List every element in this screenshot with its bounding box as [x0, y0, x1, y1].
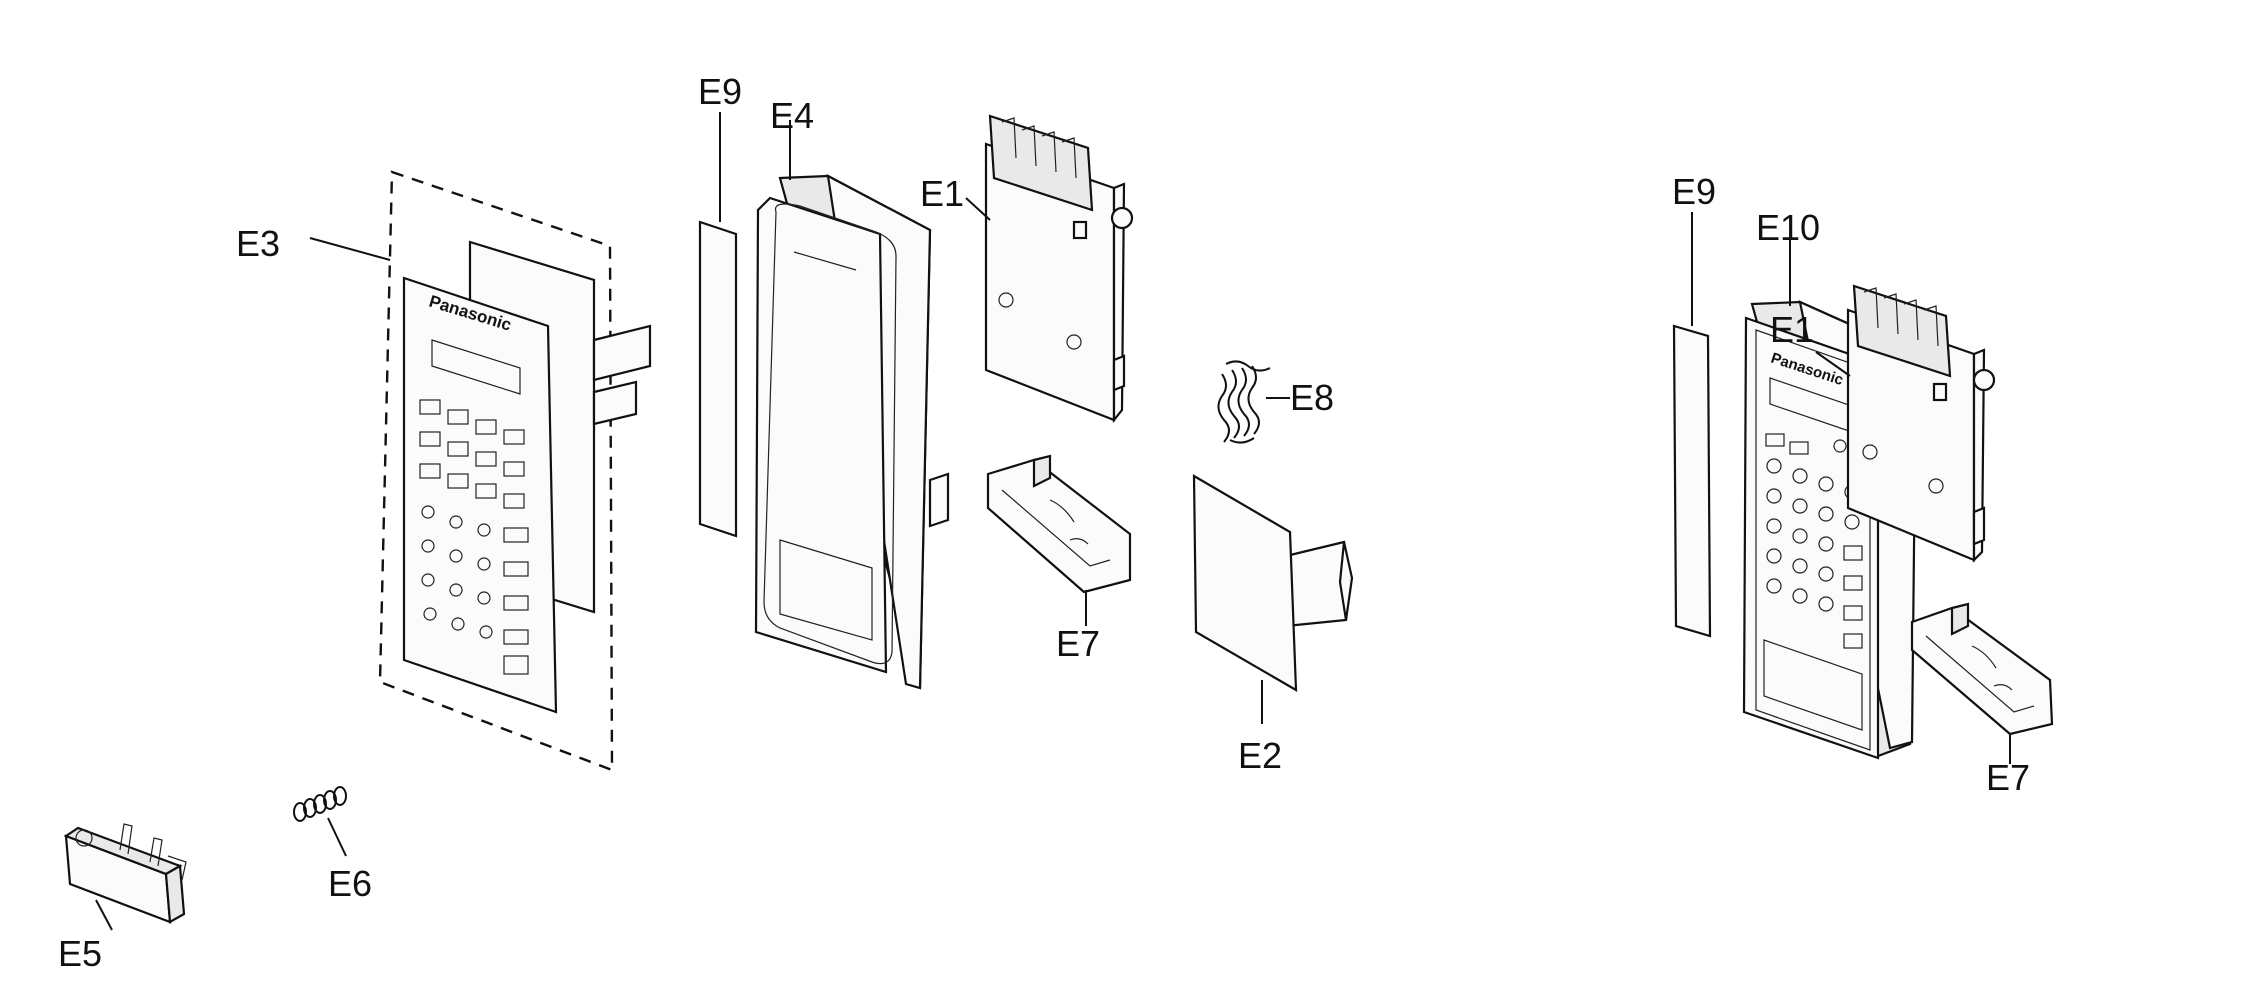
part-e1-right-board	[1815, 284, 1996, 563]
callout-e3: E3	[236, 223, 280, 264]
part-e9-left-strip	[698, 112, 738, 538]
callout-e1-left: E1	[920, 173, 964, 214]
callout-e4: E4	[770, 95, 814, 136]
part-e4-housing	[754, 120, 950, 690]
callout-e7-right: E7	[1986, 757, 2030, 798]
part-e9-right-strip	[1672, 212, 1712, 638]
part-e7-right-lever	[1910, 602, 2054, 764]
callout-e9-left: E9	[698, 71, 742, 112]
callout-e5: E5	[58, 933, 102, 974]
part-e8-spring-wire	[1217, 360, 1290, 444]
callout-e10: E10	[1756, 207, 1820, 248]
part-e1-left-board	[965, 114, 1134, 424]
callout-e2: E2	[1238, 735, 1282, 776]
callout-e8: E8	[1290, 377, 1334, 418]
callout-e7-left: E7	[1056, 623, 1100, 664]
callout-e9-right: E9	[1672, 171, 1716, 212]
callout-e1-right: E1	[1770, 309, 1814, 350]
part-e7-left-lever	[986, 454, 1132, 626]
part-e5-latch-button	[63, 823, 187, 931]
part-e3-control-panel: Panasonic	[309, 170, 652, 772]
part-e6-coil-spring	[293, 786, 347, 857]
callout-e6: E6	[328, 863, 372, 904]
part-e2-shield-plate	[1192, 474, 1354, 724]
